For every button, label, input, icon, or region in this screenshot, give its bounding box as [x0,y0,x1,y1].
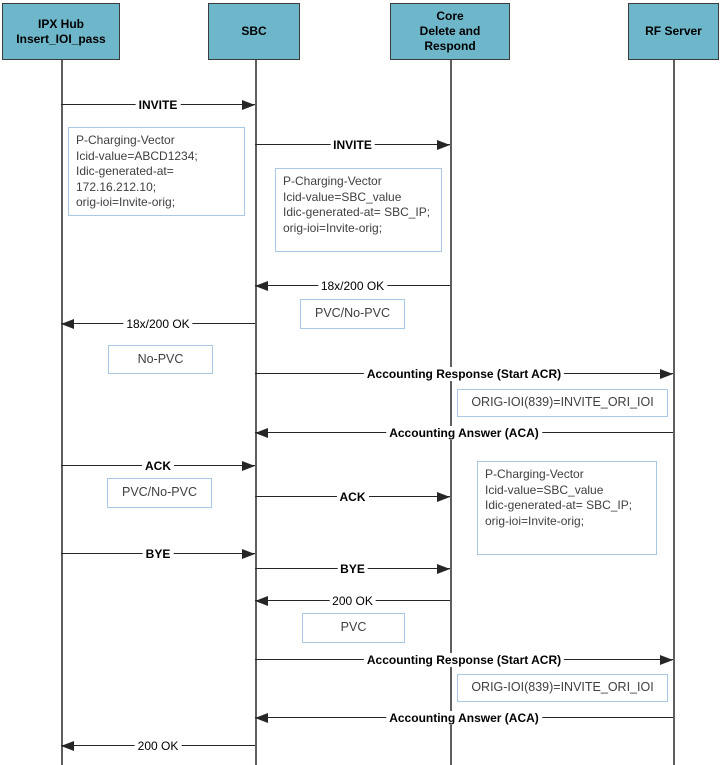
message-label-invite: INVITE [135,97,181,112]
message-label-bye: BYE [142,546,174,561]
actor-label: Respond [424,39,476,53]
actor-box-rf: RF Server [628,3,719,60]
lifeline-sbc [255,60,257,765]
arrowhead-left [61,318,74,329]
note-text-line: 172.16.212.10; [76,179,157,194]
note-pvc-no-pvc-1: PVC/No-PVC [300,299,405,329]
arrowhead-left [255,595,268,606]
message-label-200-ok: 200 OK [329,593,376,608]
note-pvc-no-pvc-2: PVC/No-PVC [107,478,212,508]
arrowhead-left [255,280,268,291]
actor-label: Core [436,9,464,23]
actor-label: SBC [241,24,267,38]
arrowhead-right [242,460,255,471]
arrowhead-left [61,740,74,751]
message-label-accounting-answer-aca: Accounting Answer (ACA) [386,425,542,440]
note-text-line: orig-ioi=Invite-orig; [76,195,176,209]
note-text-line: Icid-value=ABCD1234; [76,148,198,163]
note-orig-ioi-1: ORIG-IOI(839)=INVITE_ORI_IOI [457,389,668,417]
message-label-accounting-response-start-acr: Accounting Response (Start ACR) [363,652,565,667]
lifeline-ipx [61,60,63,765]
arrowhead-right [242,99,255,110]
note-text-line: orig-ioi=Invite-orig; [485,513,585,528]
actor-box-sbc: SBC [208,3,300,60]
message-label-accounting-answer-aca: Accounting Answer (ACA) [386,710,542,725]
message-label-ack: ACK [142,458,174,473]
message-label-18x-200-ok: 18x/200 OK [317,278,388,293]
arrowhead-right [437,139,450,150]
message-label-bye: BYE [337,561,368,576]
arrowhead-right [242,548,255,559]
note-text-line: P-Charging-Vector [76,133,175,147]
actor-label: RF Server [645,24,702,38]
message-label-invite: INVITE [330,137,375,152]
note-no-pvc: No-PVC [108,345,213,374]
message-label-accounting-response-start-acr: Accounting Response (Start ACR) [363,366,565,381]
note-text-line: P-Charging-Vector [283,174,382,188]
note-text-line: Idic-generated-at= [76,164,174,178]
note-text-line: P-Charging-Vector [485,467,584,481]
lifeline-core [450,60,452,765]
arrowhead-right [660,368,673,379]
actor-label: IPX Hub [37,16,84,31]
note-text-line: orig-ioi=Invite-orig; [283,220,383,235]
lifeline-rf [673,60,675,765]
arrowhead-right [437,563,450,574]
arrowhead-right [660,654,673,665]
note-orig-ioi-2: ORIG-IOI(839)=INVITE_ORI_IOI [457,674,668,702]
note-text-line: Idic-generated-at= SBC_IP; [485,498,633,512]
arrowhead-right [437,491,450,502]
note-text-line: Icid-value=SBC_value [485,482,604,497]
actor-label: Insert_IOI_pass [16,31,106,46]
arrowhead-left [255,712,268,723]
note-text-line: Idic-generated-at= SBC_IP; [283,205,431,219]
message-label-200-ok: 200 OK [134,738,182,753]
note-pvc: PVC [302,613,405,643]
arrowhead-left [255,427,268,438]
note-text-line: Icid-value=SBC_value [283,189,402,204]
message-label-ack: ACK [336,489,369,504]
message-label-18x-200-ok: 18x/200 OK [123,316,193,331]
actor-label: Delete and [419,24,481,38]
